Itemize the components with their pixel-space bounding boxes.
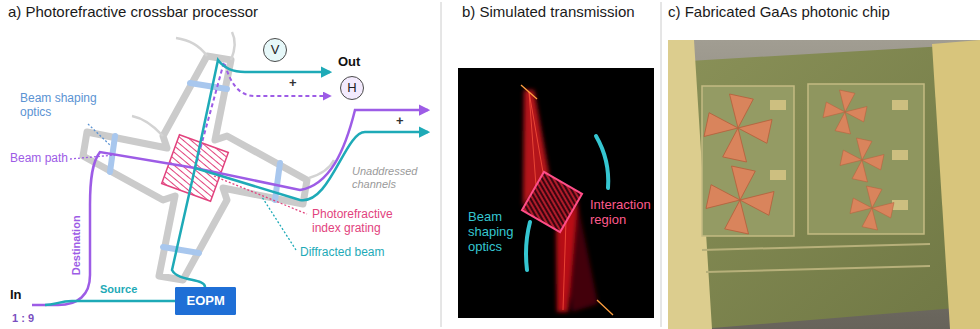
- beam-shaping-optic: [190, 83, 227, 89]
- panel-divider: [661, 2, 662, 327]
- simulation-image: [458, 68, 654, 318]
- callout-label-box: Beam shaping optics: [20, 92, 102, 120]
- panel-divider: [441, 2, 442, 327]
- callout-label-box: Interaction region: [590, 198, 660, 228]
- unaddressed-channel: [231, 32, 235, 60]
- unaddressed-channel: [132, 116, 163, 136]
- panel-title-box: a) Photorefractive crossbar processor: [8, 3, 258, 20]
- callout-label: Diffracted beam: [300, 246, 385, 260]
- output-label: Out: [338, 55, 360, 70]
- pinwheel-device: [850, 186, 894, 230]
- beam-path: [32, 110, 428, 305]
- beam-shaping-optic: [163, 247, 199, 253]
- chip-module: [808, 84, 924, 234]
- beam-ray: [529, 92, 536, 186]
- panel-title: c) Fabricated GaAs photonic chip: [668, 3, 890, 20]
- detector-circle: V: [263, 38, 287, 62]
- beam-ray: [529, 92, 544, 178]
- channel-label-box: Source: [100, 283, 137, 296]
- bond-pad: [892, 150, 908, 160]
- chip-module: [702, 86, 794, 236]
- callout-label: Unaddressed channels: [352, 165, 427, 190]
- beam-shaping-optic: [596, 136, 608, 188]
- ratio-label: 1 : 9: [12, 312, 34, 325]
- chip-trace: [702, 244, 930, 250]
- channel-label: Source: [100, 283, 137, 296]
- ratio-label-box: 1 : 9: [12, 312, 34, 325]
- callout-label-box: Unaddressed channels: [352, 165, 427, 190]
- source-beam: [45, 301, 175, 305]
- pinwheel-device: [840, 138, 884, 182]
- unaddressed-channel: [176, 38, 207, 56]
- panel-title: b) Simulated transmission: [462, 3, 635, 20]
- input-label-box: In: [10, 288, 22, 303]
- channel-label: Destination: [70, 215, 83, 275]
- beam-shaping-optic: [526, 222, 530, 270]
- panel-title-box: b) Simulated transmission: [462, 3, 635, 20]
- waveguide-port: [521, 85, 537, 99]
- sum-sign-box: +: [289, 76, 297, 91]
- waveguide-port: [597, 300, 613, 315]
- diffracted-beam: [195, 132, 428, 200]
- callout-label: Interaction region: [590, 198, 660, 228]
- detector-circle: H: [340, 76, 364, 100]
- callout-label: Beam shaping optics: [468, 210, 518, 255]
- bond-pad: [892, 100, 908, 110]
- leader-line: [214, 176, 307, 214]
- callout-label-box: Beam path: [10, 152, 68, 166]
- node-text: V: [271, 43, 280, 58]
- callout-label-box: Photorefractive index grating: [312, 208, 404, 236]
- bond-pad: [892, 200, 908, 210]
- callout-label: Beam path: [10, 152, 68, 166]
- bond-pad: [770, 170, 786, 180]
- panel-title-box: c) Fabricated GaAs photonic chip: [668, 3, 890, 20]
- callout-label-box: Diffracted beam: [300, 246, 385, 260]
- beam-ray: [563, 220, 566, 310]
- leader-line: [262, 197, 296, 250]
- pinwheel-device: [823, 90, 867, 134]
- output-label-box: Out: [338, 55, 360, 70]
- chip-body: [672, 44, 980, 329]
- panel-title: a) Photorefractive crossbar processor: [8, 3, 258, 20]
- pinwheel-device: [704, 94, 772, 162]
- node-text: H: [347, 81, 356, 96]
- modulator-box: EOPM: [175, 287, 236, 315]
- leader-line: [88, 124, 111, 146]
- gold-contact: [932, 40, 980, 329]
- callout-label: Photorefractive index grating: [312, 208, 404, 236]
- photo-background: [668, 40, 980, 329]
- pinwheel-device: [706, 166, 774, 234]
- sum-sign: +: [289, 76, 297, 91]
- leader-line: [70, 155, 115, 159]
- channel-label-box: Destination: [70, 215, 83, 275]
- bond-pad: [770, 100, 786, 110]
- input-label: In: [10, 288, 22, 303]
- sum-sign-box: +: [396, 114, 404, 129]
- chip-trace: [706, 266, 930, 272]
- node-text: EOPM: [187, 294, 225, 309]
- callout-label: Beam shaping optics: [20, 92, 102, 120]
- callout-label-box: Beam shaping optics: [468, 210, 518, 255]
- sum-sign: +: [396, 114, 404, 129]
